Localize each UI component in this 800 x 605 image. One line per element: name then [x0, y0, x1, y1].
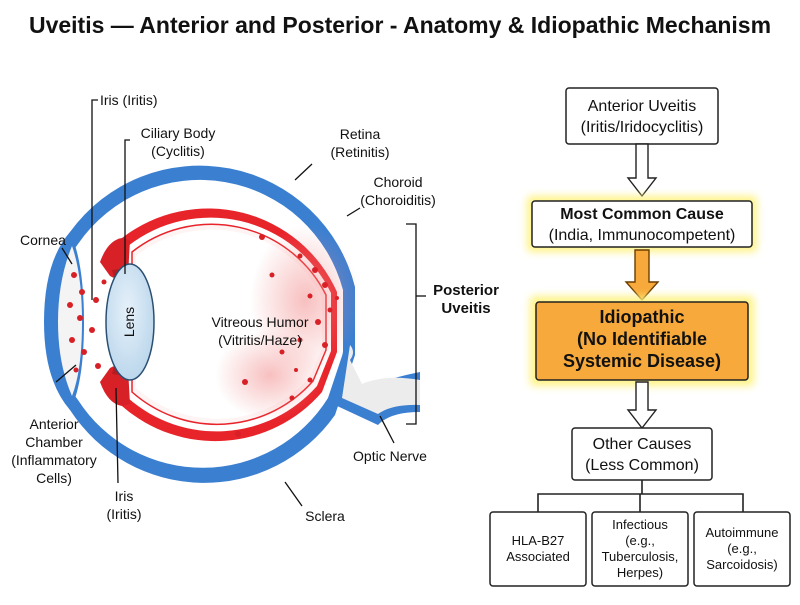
- box-infectious: [591, 511, 689, 587]
- label-retina-sub: (Retinitis): [330, 144, 389, 160]
- box-most-common-cause-title: Most Common Cause: [560, 206, 724, 223]
- label-cornea: Cornea: [20, 232, 66, 248]
- box-infectious-line3: Tuberculosis,: [602, 549, 679, 564]
- box-autoimmune: [693, 511, 791, 587]
- vitreous-sublabel: (Vitritis/Haze): [218, 332, 302, 348]
- vitreous-cells: [235, 234, 339, 437]
- eye-illustration: Lens Vitreous Humor (Vitritis/Haze): [44, 165, 420, 483]
- label-iris-bottom-sub: (Iritis): [107, 506, 142, 522]
- box-other-causes-sub: (Less Common): [585, 457, 699, 474]
- box-idiopathic-title: Idiopathic: [600, 307, 685, 327]
- box-anterior-uveitis-title: Anterior Uveitis: [588, 98, 696, 115]
- label-ciliary-body: Ciliary Body: [141, 125, 216, 141]
- label-choroid: Choroid: [373, 174, 422, 190]
- arrow-down-3: [626, 381, 658, 430]
- page-title: Uveitis — Anterior and Posterior - Anato…: [29, 12, 771, 38]
- box-hla-b27: [489, 511, 587, 587]
- box-infectious-line4: Herpes): [617, 565, 663, 580]
- box-most-common-cause: [531, 200, 753, 248]
- lens-label: Lens: [121, 307, 137, 337]
- flowchart: Anterior Uveitis (Iritis/Iridocyclitis) …: [489, 87, 791, 587]
- label-sclera: Sclera: [305, 508, 345, 524]
- label-anterior-chamber-2: Chamber: [25, 434, 83, 450]
- box-autoimmune-line3: Sarcoidosis): [706, 557, 778, 572]
- label-posterior-uveitis-sub: Uveitis: [441, 300, 490, 317]
- lens: [105, 263, 155, 381]
- arrow-down-2: [624, 249, 660, 302]
- box-other-causes-title: Other Causes: [593, 436, 692, 453]
- vitreous-label: Vitreous Humor: [211, 314, 308, 330]
- label-anterior-chamber-4: Cells): [36, 470, 72, 486]
- box-autoimmune-line2: (e.g.,: [727, 541, 757, 556]
- box-idiopathic-line3: Systemic Disease): [563, 351, 721, 371]
- label-anterior-chamber-3: (Inflammatory: [11, 452, 97, 468]
- label-iris-bottom: Iris: [115, 488, 134, 504]
- eye-leader-lines: [55, 99, 426, 507]
- box-idiopathic: [535, 301, 749, 381]
- box-hla-b27-line1: HLA-B27: [512, 533, 565, 548]
- box-anterior-uveitis-sub: (Iritis/Iridocyclitis): [581, 119, 704, 136]
- label-ciliary-body-sub: (Cyclitis): [151, 143, 205, 159]
- label-retina: Retina: [340, 126, 381, 142]
- box-idiopathic-line2: (No Identifiable: [577, 329, 707, 349]
- label-anterior-chamber-1: Anterior: [29, 416, 78, 432]
- box-autoimmune-line1: Autoimmune: [706, 525, 779, 540]
- inflammatory-cells: [67, 272, 107, 373]
- label-posterior-uveitis: Posterior: [433, 282, 499, 299]
- label-choroid-sub: (Choroiditis): [360, 192, 435, 208]
- label-optic-nerve: Optic Nerve: [353, 448, 427, 464]
- label-iris-top: Iris (Iritis): [100, 92, 158, 108]
- box-infectious-line2: (e.g.,: [625, 533, 655, 548]
- box-infectious-line1: Infectious: [612, 517, 668, 532]
- arrow-down-1: [626, 143, 658, 198]
- box-hla-b27-line2: Associated: [506, 549, 570, 564]
- box-most-common-cause-sub: (India, Immunocompetent): [549, 227, 736, 244]
